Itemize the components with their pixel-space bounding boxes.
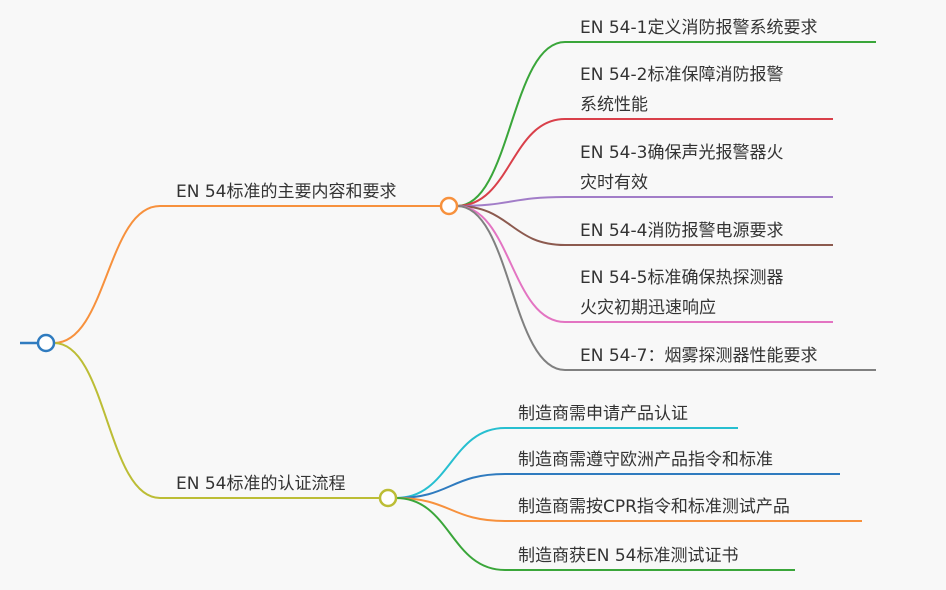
branch-topic-label[interactable]: EN 54标准的认证流程	[176, 474, 346, 494]
collapse-toggle-icon[interactable]	[439, 196, 459, 216]
child-topic-label[interactable]: EN 54-5标准确保热探测器	[580, 268, 783, 288]
child-topic-label[interactable]: EN 54-7：烟雾探测器性能要求	[580, 346, 817, 366]
child-topic-label[interactable]: 灾时有效	[580, 173, 648, 193]
child-connector	[395, 427, 738, 499]
child-topic-label[interactable]: 火灾初期迅速响应	[580, 298, 716, 318]
child-connector	[456, 205, 876, 371]
child-topic-label[interactable]: EN 54-2标准保障消防报警	[580, 65, 783, 85]
child-connector	[395, 497, 862, 522]
child-topic-label[interactable]: 系统性能	[580, 95, 648, 115]
branch-topic-label[interactable]: EN 54标准的主要内容和要求	[176, 182, 397, 202]
child-connector	[456, 205, 833, 323]
branch-connector	[53, 205, 441, 344]
collapse-toggle-icon[interactable]	[378, 488, 398, 508]
child-topic-label[interactable]: EN 54-3确保声光报警器火	[580, 143, 783, 163]
root-node-toggle-icon[interactable]	[36, 333, 56, 353]
child-topic-label[interactable]: 制造商需按CPR指令和标准测试产品	[518, 497, 790, 517]
child-topic-label[interactable]: EN 54-1定义消防报警系统要求	[580, 18, 817, 38]
child-topic-label[interactable]: EN 54-4消防报警电源要求	[580, 221, 783, 241]
child-connector	[395, 497, 795, 571]
branch-connector	[53, 342, 380, 499]
child-connector	[456, 196, 833, 207]
child-topic-label[interactable]: 制造商获EN 54标准测试证书	[518, 546, 739, 566]
child-connector	[456, 118, 833, 207]
child-topic-label[interactable]: 制造商需遵守欧洲产品指令和标准	[518, 450, 773, 470]
child-connector	[395, 473, 840, 499]
child-topic-label[interactable]: 制造商需申请产品认证	[518, 404, 688, 424]
child-connector	[456, 41, 876, 207]
child-connector	[456, 205, 833, 246]
